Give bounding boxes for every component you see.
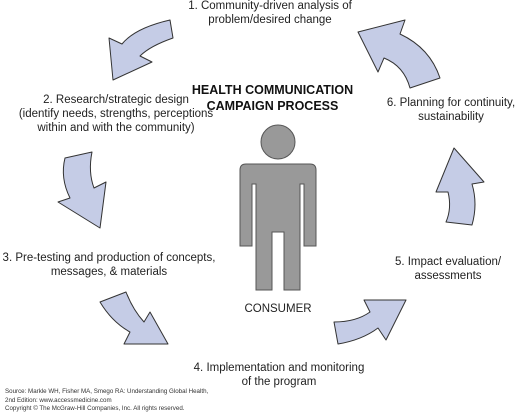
cycle-arrows xyxy=(57,19,485,345)
step-3-label: 3. Pre-testing and production of concept… xyxy=(0,251,218,279)
step-4-line-1: 4. Implementation and monitoring xyxy=(193,362,365,374)
step-2-line-2: (identify needs, strengths, perceptions xyxy=(18,108,214,120)
step-5-line-1: 5. Impact evaluation/ xyxy=(394,256,502,268)
step-3-line-2: messages, & materials xyxy=(50,266,168,278)
step-6-line-1: 6. Planning for continuity, xyxy=(386,97,516,109)
step-2-line-1: 2. Research/strategic design xyxy=(43,94,189,106)
step-2-line-3: within and with the community) xyxy=(37,122,195,134)
diagram-title-line-2: CAMPAIGN PROCESS xyxy=(206,99,339,113)
step-1-line-1: 1. Community-driven analysis of xyxy=(188,0,352,12)
source-line-1: Source: Markle WH, Fisher MA, Smego RA: … xyxy=(5,388,209,395)
figure-body xyxy=(239,163,317,291)
step-3-line-1: 3. Pre-testing and production of concept… xyxy=(2,252,216,264)
source-credit: Source: Markle WH, Fisher MA, Smego RA: … xyxy=(5,388,208,414)
step-1-line-2: problem/desired change xyxy=(208,14,332,26)
source-line-2: 2nd Edition: www.accessmedicine.com xyxy=(5,396,112,404)
step-4-line-2: of the program xyxy=(241,376,317,388)
step-5-line-2: assessments xyxy=(414,270,482,282)
step-1-label: 1. Community-driven analysis of problem/… xyxy=(170,0,370,27)
arrow-3-to-4 xyxy=(99,291,169,345)
arrow-4-to-5 xyxy=(333,299,407,345)
consumer-label: CONSUMER xyxy=(244,303,312,315)
consumer-figure-icon xyxy=(239,124,317,291)
arrow-2-to-3 xyxy=(57,151,107,229)
step-2-label: 2. Research/strategic design (identify n… xyxy=(0,93,232,135)
arrow-6-to-1 xyxy=(357,19,441,89)
diagram-title: HEALTH COMMUNICATION CAMPAIGN PROCESS xyxy=(180,82,365,114)
arrow-5-to-6 xyxy=(435,147,485,226)
arrow-1-to-2 xyxy=(108,19,174,81)
step-6-label: 6. Planning for continuity, sustainabili… xyxy=(382,96,520,124)
step-6-line-2: sustainability xyxy=(418,111,484,123)
step-5-label: 5. Impact evaluation/ assessments xyxy=(376,255,520,283)
diagram-title-line-1: HEALTH COMMUNICATION xyxy=(191,83,354,97)
figure-head xyxy=(260,124,296,160)
source-line-3: Copyright © The McGraw-Hill Companies, I… xyxy=(5,405,185,412)
step-4-label: 4. Implementation and monitoring of the … xyxy=(174,361,384,389)
